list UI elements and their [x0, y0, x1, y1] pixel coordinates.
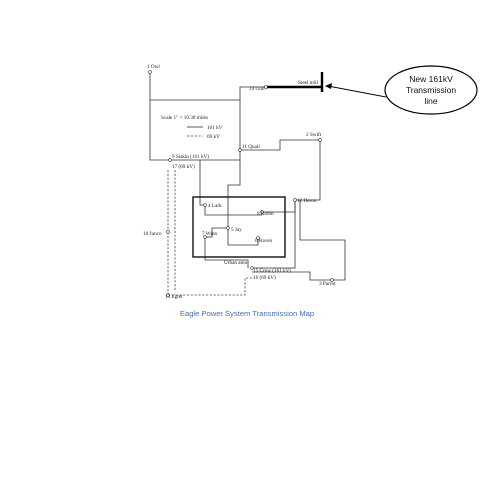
bus-parrot[interactable] — [330, 278, 334, 282]
bus-lark-label: 4 Lark — [208, 203, 222, 209]
bus-owl[interactable] — [148, 70, 152, 74]
line-owl-siskin — [149, 100, 170, 161]
line-egret-crow69 — [168, 277, 252, 296]
legend-161kv-label: 161 kV — [207, 125, 223, 131]
urban-area-box — [192, 196, 286, 258]
bus-egret-label: 13 Egret — [165, 294, 183, 300]
bus-quail-label: 11 Quail — [242, 144, 260, 150]
legend-scale: Scale 1" = 10.38 miles — [161, 115, 208, 121]
bus-gull[interactable] — [264, 85, 268, 89]
bus-lark[interactable] — [203, 203, 207, 207]
line-jay-wren — [205, 227, 228, 238]
line-quail-jay — [227, 160, 241, 228]
line-wren-crow — [204, 237, 249, 268]
bus-crow[interactable] — [250, 266, 254, 270]
bus-owl-label: 1 Owl — [147, 64, 160, 70]
bus-parrot-label: 3 Parrot — [319, 281, 336, 287]
bus-robin-label: 8 Robin — [257, 211, 274, 217]
steel-mill-label: Steel mill — [298, 80, 319, 86]
bus-siskin-label: 9 Siskin (161 kV) — [172, 153, 209, 160]
bus-siskin[interactable] — [168, 158, 172, 162]
bus-junco-label: 10 Junco — [143, 231, 162, 237]
bus-jay[interactable] — [226, 226, 230, 230]
callout-line2: Transmission — [406, 85, 456, 95]
callout-arrowhead — [325, 83, 332, 89]
callout-line1: New 161kV — [409, 74, 453, 84]
urban-area-label: Urban area — [224, 260, 248, 266]
line-heron-parrot — [299, 200, 346, 281]
map-caption: Eagle Power System Transmission Map — [180, 309, 314, 318]
callout-ellipse — [384, 65, 478, 115]
buses: 1 Owl 14 Gull 2 Swift 11 Quail 9 Siskin … — [143, 64, 336, 300]
line-jay-raven — [227, 228, 259, 246]
bus-gull-label: 14 Gull — [249, 86, 265, 92]
lines-69kv — [167, 170, 252, 296]
bus-siskin69-label: 17 (69 kV) — [172, 163, 195, 170]
bus-jay-label: 5 Jay — [231, 227, 242, 233]
line-crow-parrot — [252, 271, 332, 281]
line-siskin-lark — [199, 160, 205, 206]
bus-wren-label: 7 Wren — [202, 231, 218, 237]
bus-egret[interactable] — [166, 293, 170, 297]
callout-arrow — [327, 85, 387, 98]
bus-swift-label: 2 Swift — [306, 131, 322, 138]
bus-junco[interactable] — [166, 230, 170, 234]
bus-quail[interactable] — [238, 148, 242, 152]
line-swift-heron — [295, 140, 321, 201]
bus-robin[interactable] — [260, 210, 264, 214]
legend-69kv-label: 69 kV — [207, 134, 220, 140]
new-161kv-line — [266, 72, 324, 92]
callout: New 161kV Transmission line — [325, 65, 478, 115]
legend: Scale 1" = 10.38 miles 161 kV 69 kV — [161, 115, 223, 140]
bus-wren[interactable] — [203, 235, 207, 239]
bus-raven[interactable] — [256, 236, 260, 240]
callout-line3: line — [424, 96, 438, 106]
bus-crow69-label: 16 (69 kV) — [253, 274, 276, 281]
bus-swift[interactable] — [318, 138, 322, 142]
bus-heron[interactable] — [293, 198, 297, 202]
bus-heron-label: 12 Heron — [297, 198, 317, 204]
bus-crow-label: 15 Crow (161 kV) — [253, 267, 291, 274]
line-quail-swift — [240, 139, 320, 151]
bus-raven-label: 6 Raven — [255, 238, 273, 244]
lines-161kv — [149, 72, 346, 281]
line-heron-crow — [252, 200, 296, 269]
